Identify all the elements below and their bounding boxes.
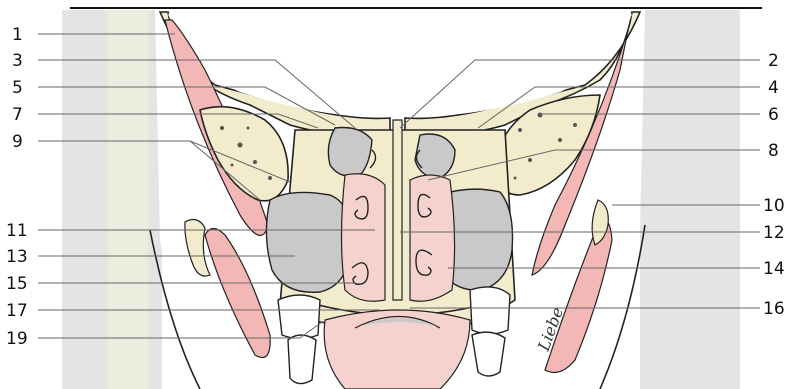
maxillary-sinus-left (266, 192, 350, 292)
label-3: 3 (12, 51, 23, 71)
labels-left: 1 3 5 7 9 11 13 15 17 19 (6, 25, 28, 349)
nasal-cavity-left (342, 174, 386, 302)
label-16: 16 (763, 299, 785, 319)
label-1: 1 (12, 25, 23, 45)
label-9: 9 (12, 132, 23, 152)
nasal-septum (393, 120, 402, 300)
ethmoid-cells-right (415, 134, 455, 178)
label-19: 19 (6, 329, 28, 349)
labels-right: 2 4 6 8 10 12 14 16 (763, 51, 785, 319)
label-11: 11 (6, 221, 28, 241)
label-7: 7 (12, 105, 23, 125)
label-2: 2 (768, 51, 779, 71)
label-12: 12 (763, 223, 785, 243)
label-6: 6 (768, 105, 779, 125)
label-8: 8 (768, 141, 779, 161)
label-4: 4 (768, 78, 779, 98)
label-13: 13 (6, 247, 28, 267)
label-5: 5 (12, 78, 23, 98)
label-17: 17 (6, 301, 28, 321)
nasal-cavity-right (410, 175, 455, 301)
label-14: 14 (763, 259, 785, 279)
label-10: 10 (763, 196, 785, 216)
label-15: 15 (6, 274, 28, 294)
